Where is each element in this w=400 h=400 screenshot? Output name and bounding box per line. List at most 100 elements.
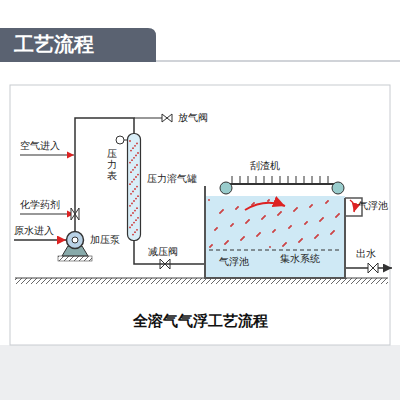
- scraper-blade: [304, 176, 305, 184]
- bubble: [226, 241, 228, 243]
- scraper-blade: [240, 176, 241, 184]
- callout-label: 出水: [356, 248, 376, 260]
- bubble: [274, 229, 276, 231]
- bubble: [133, 200, 135, 202]
- scraper-blade: [256, 176, 257, 184]
- bubble: [209, 246, 211, 248]
- bubble: [136, 207, 138, 209]
- callout-label: 减压阀: [148, 246, 178, 258]
- bubble: [314, 237, 316, 239]
- bubble: [252, 203, 254, 205]
- bubble: [130, 150, 132, 152]
- bottom-band: [0, 345, 400, 400]
- bubble: [243, 236, 245, 238]
- bubble: [272, 231, 274, 233]
- bubble: [132, 234, 134, 236]
- bubble: [133, 157, 135, 159]
- bubble: [326, 201, 328, 203]
- bubble: [279, 212, 281, 214]
- tank-wall: [205, 186, 345, 278]
- scraper-blade: [280, 176, 281, 184]
- bubble: [253, 202, 255, 204]
- bubble: [268, 199, 270, 201]
- bubble: [298, 241, 300, 243]
- bubble: [134, 145, 136, 147]
- bubble: [219, 212, 221, 214]
- node-label: 气浮池: [219, 256, 249, 268]
- scraper-wheel: [332, 182, 344, 194]
- flotation-tank: 气浮池: [205, 196, 345, 278]
- bubble: [131, 181, 133, 183]
- bubble: [337, 214, 339, 216]
- bubble: [258, 233, 260, 235]
- scraper-blade: [328, 176, 329, 184]
- callout-label: 集水系统: [280, 253, 320, 265]
- bubble: [136, 164, 138, 166]
- bubble: [317, 234, 319, 236]
- bubble: [296, 207, 298, 209]
- bubble: [214, 229, 216, 231]
- bubble: [222, 209, 224, 211]
- bubble: [131, 203, 133, 205]
- bubble: [278, 213, 280, 215]
- pump-footing: [58, 256, 92, 261]
- bubble: [301, 238, 303, 240]
- bubble: [325, 202, 327, 204]
- scraper-blade: [288, 176, 289, 184]
- bubble: [306, 221, 308, 223]
- bubble: [285, 242, 287, 244]
- bubble: [333, 230, 335, 232]
- bubble: [130, 193, 132, 195]
- dissolving-tank-shape: [127, 133, 141, 241]
- bubble: [131, 224, 133, 226]
- bubble: [288, 227, 290, 229]
- bubble: [134, 188, 136, 190]
- bubble: [132, 169, 134, 171]
- bubble: [241, 238, 243, 240]
- bubble: [319, 220, 321, 222]
- bubble: [284, 243, 286, 245]
- caption: 全溶气气浮工艺流程: [0, 312, 400, 330]
- bubble: [137, 174, 139, 176]
- bubble: [263, 216, 265, 218]
- bubble: [137, 195, 139, 197]
- chemical-pipe: [20, 213, 74, 214]
- bubble: [137, 152, 139, 154]
- bubble: [309, 206, 311, 208]
- water: [205, 196, 345, 278]
- bubble: [208, 199, 210, 201]
- bubble: [331, 232, 333, 234]
- dissolving-tank: 压力溶气罐: [127, 133, 141, 241]
- callout-label: 化学药剂: [20, 199, 60, 211]
- bubble: [230, 225, 232, 227]
- bubble: [136, 229, 138, 231]
- bubble: [136, 143, 138, 145]
- bubble: [220, 211, 222, 213]
- bubble: [248, 219, 250, 221]
- pressure-gauge: [116, 136, 124, 144]
- scraper-blade: [232, 176, 233, 184]
- bubble: [299, 240, 301, 242]
- air-pipe: [20, 154, 74, 155]
- callout-label: 空气进入: [20, 140, 60, 152]
- bubble: [295, 208, 297, 210]
- bubble: [130, 215, 132, 217]
- pipe-connector: [134, 241, 205, 264]
- scraper-blade: [296, 176, 297, 184]
- bubble: [135, 155, 137, 157]
- bubble: [129, 183, 131, 185]
- bubble: [256, 235, 258, 237]
- bubble: [273, 230, 275, 232]
- pump-body: [67, 232, 84, 249]
- bubble: [257, 234, 259, 236]
- bubble: [132, 147, 134, 149]
- bubble: [293, 210, 295, 212]
- bubble: [132, 212, 134, 214]
- bubble: [210, 245, 212, 247]
- bubble: [242, 237, 244, 239]
- bubble: [246, 221, 248, 223]
- header-tab: [0, 28, 156, 62]
- collector-pipe: [209, 250, 341, 251]
- bubble: [264, 215, 266, 217]
- bubble: [135, 219, 137, 221]
